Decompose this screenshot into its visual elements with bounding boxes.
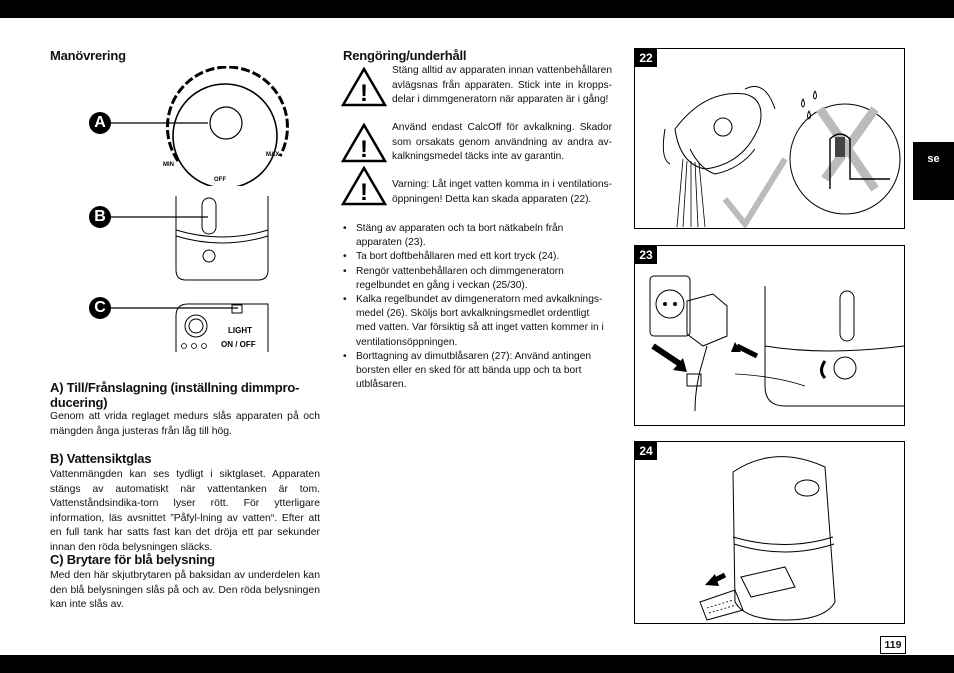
figure-22-drawing: [662, 86, 901, 228]
warning-text-1: Stäng alltid av apparaten innan vattenbe…: [392, 65, 612, 105]
figure-23: 23: [634, 245, 905, 426]
svg-text:!: !: [360, 179, 368, 206]
figure-24: 24: [634, 441, 905, 624]
sight-glass-illustration: [111, 196, 269, 281]
warning-text-2: Använd endast CalcOff för avkalkning. Sk…: [392, 122, 612, 162]
page-number: 119: [880, 636, 906, 654]
warning-icon: !: [341, 67, 387, 107]
list-item: Borttagning av dimutblåsaren (27): Använ…: [343, 350, 611, 393]
dial-off-label: OFF: [214, 177, 226, 183]
section-c-title: C) Brytare för blå belysning: [50, 552, 215, 567]
dial-illustration: MIN MAX OFF: [111, 66, 289, 186]
label-c: C: [89, 297, 111, 319]
light-label: LIGHT: [228, 326, 252, 335]
label-b: B: [89, 206, 111, 228]
section-title-cleaning: Rengöring/underhåll: [343, 48, 467, 63]
bottom-bar: [0, 655, 954, 673]
section-a-text: Genom att vrida reglaget medurs slås app…: [50, 411, 320, 437]
list-item: Rengör vattenbehållaren och dimmgenerato…: [343, 265, 611, 293]
warning-text-3: Varning: Låt inget vatten komma in i ven…: [392, 179, 612, 205]
dial-max-label: MAX: [266, 152, 279, 158]
figure-22: 22: [634, 48, 905, 229]
section-b-text: Vattenmängden kan ses tydligt i siktglas…: [50, 469, 320, 553]
top-bar: [0, 0, 954, 18]
figure-23-drawing: [649, 275, 904, 412]
list-item: Kalka regelbundet av dimgeneratorn med a…: [343, 293, 611, 350]
warning-icon: !: [341, 123, 387, 163]
label-a: A: [89, 112, 111, 134]
section-b-title: B) Vattensiktglas: [50, 451, 152, 466]
section-title-operation: Manövrering: [50, 48, 126, 63]
section-c-text: Med den här skjutbrytaren på baksidan av…: [50, 570, 320, 611]
onoff-label: ON / OFF: [221, 340, 256, 349]
list-item: Stäng av apparaten och ta bort nätkabeln…: [343, 222, 611, 250]
list-item: Ta bort doftbehållaren med ett kort tryc…: [343, 250, 611, 264]
dial-min-label: MIN: [163, 162, 174, 168]
light-switch-illustration: LIGHT ON / OFF: [111, 303, 269, 352]
figure-24-drawing: [699, 456, 836, 621]
language-tab: se: [913, 142, 954, 200]
figure-number: 24: [635, 442, 657, 460]
svg-text:!: !: [360, 136, 368, 163]
figure-number: 22: [635, 49, 657, 67]
instruction-list: Stäng av apparaten och ta bort nätkabeln…: [343, 222, 611, 392]
section-a-title: A) Till/Frånslagning (inställning dimmpr…: [50, 380, 300, 410]
figure-number: 23: [635, 246, 657, 264]
svg-text:!: !: [360, 80, 368, 107]
warning-icon: !: [341, 166, 387, 206]
